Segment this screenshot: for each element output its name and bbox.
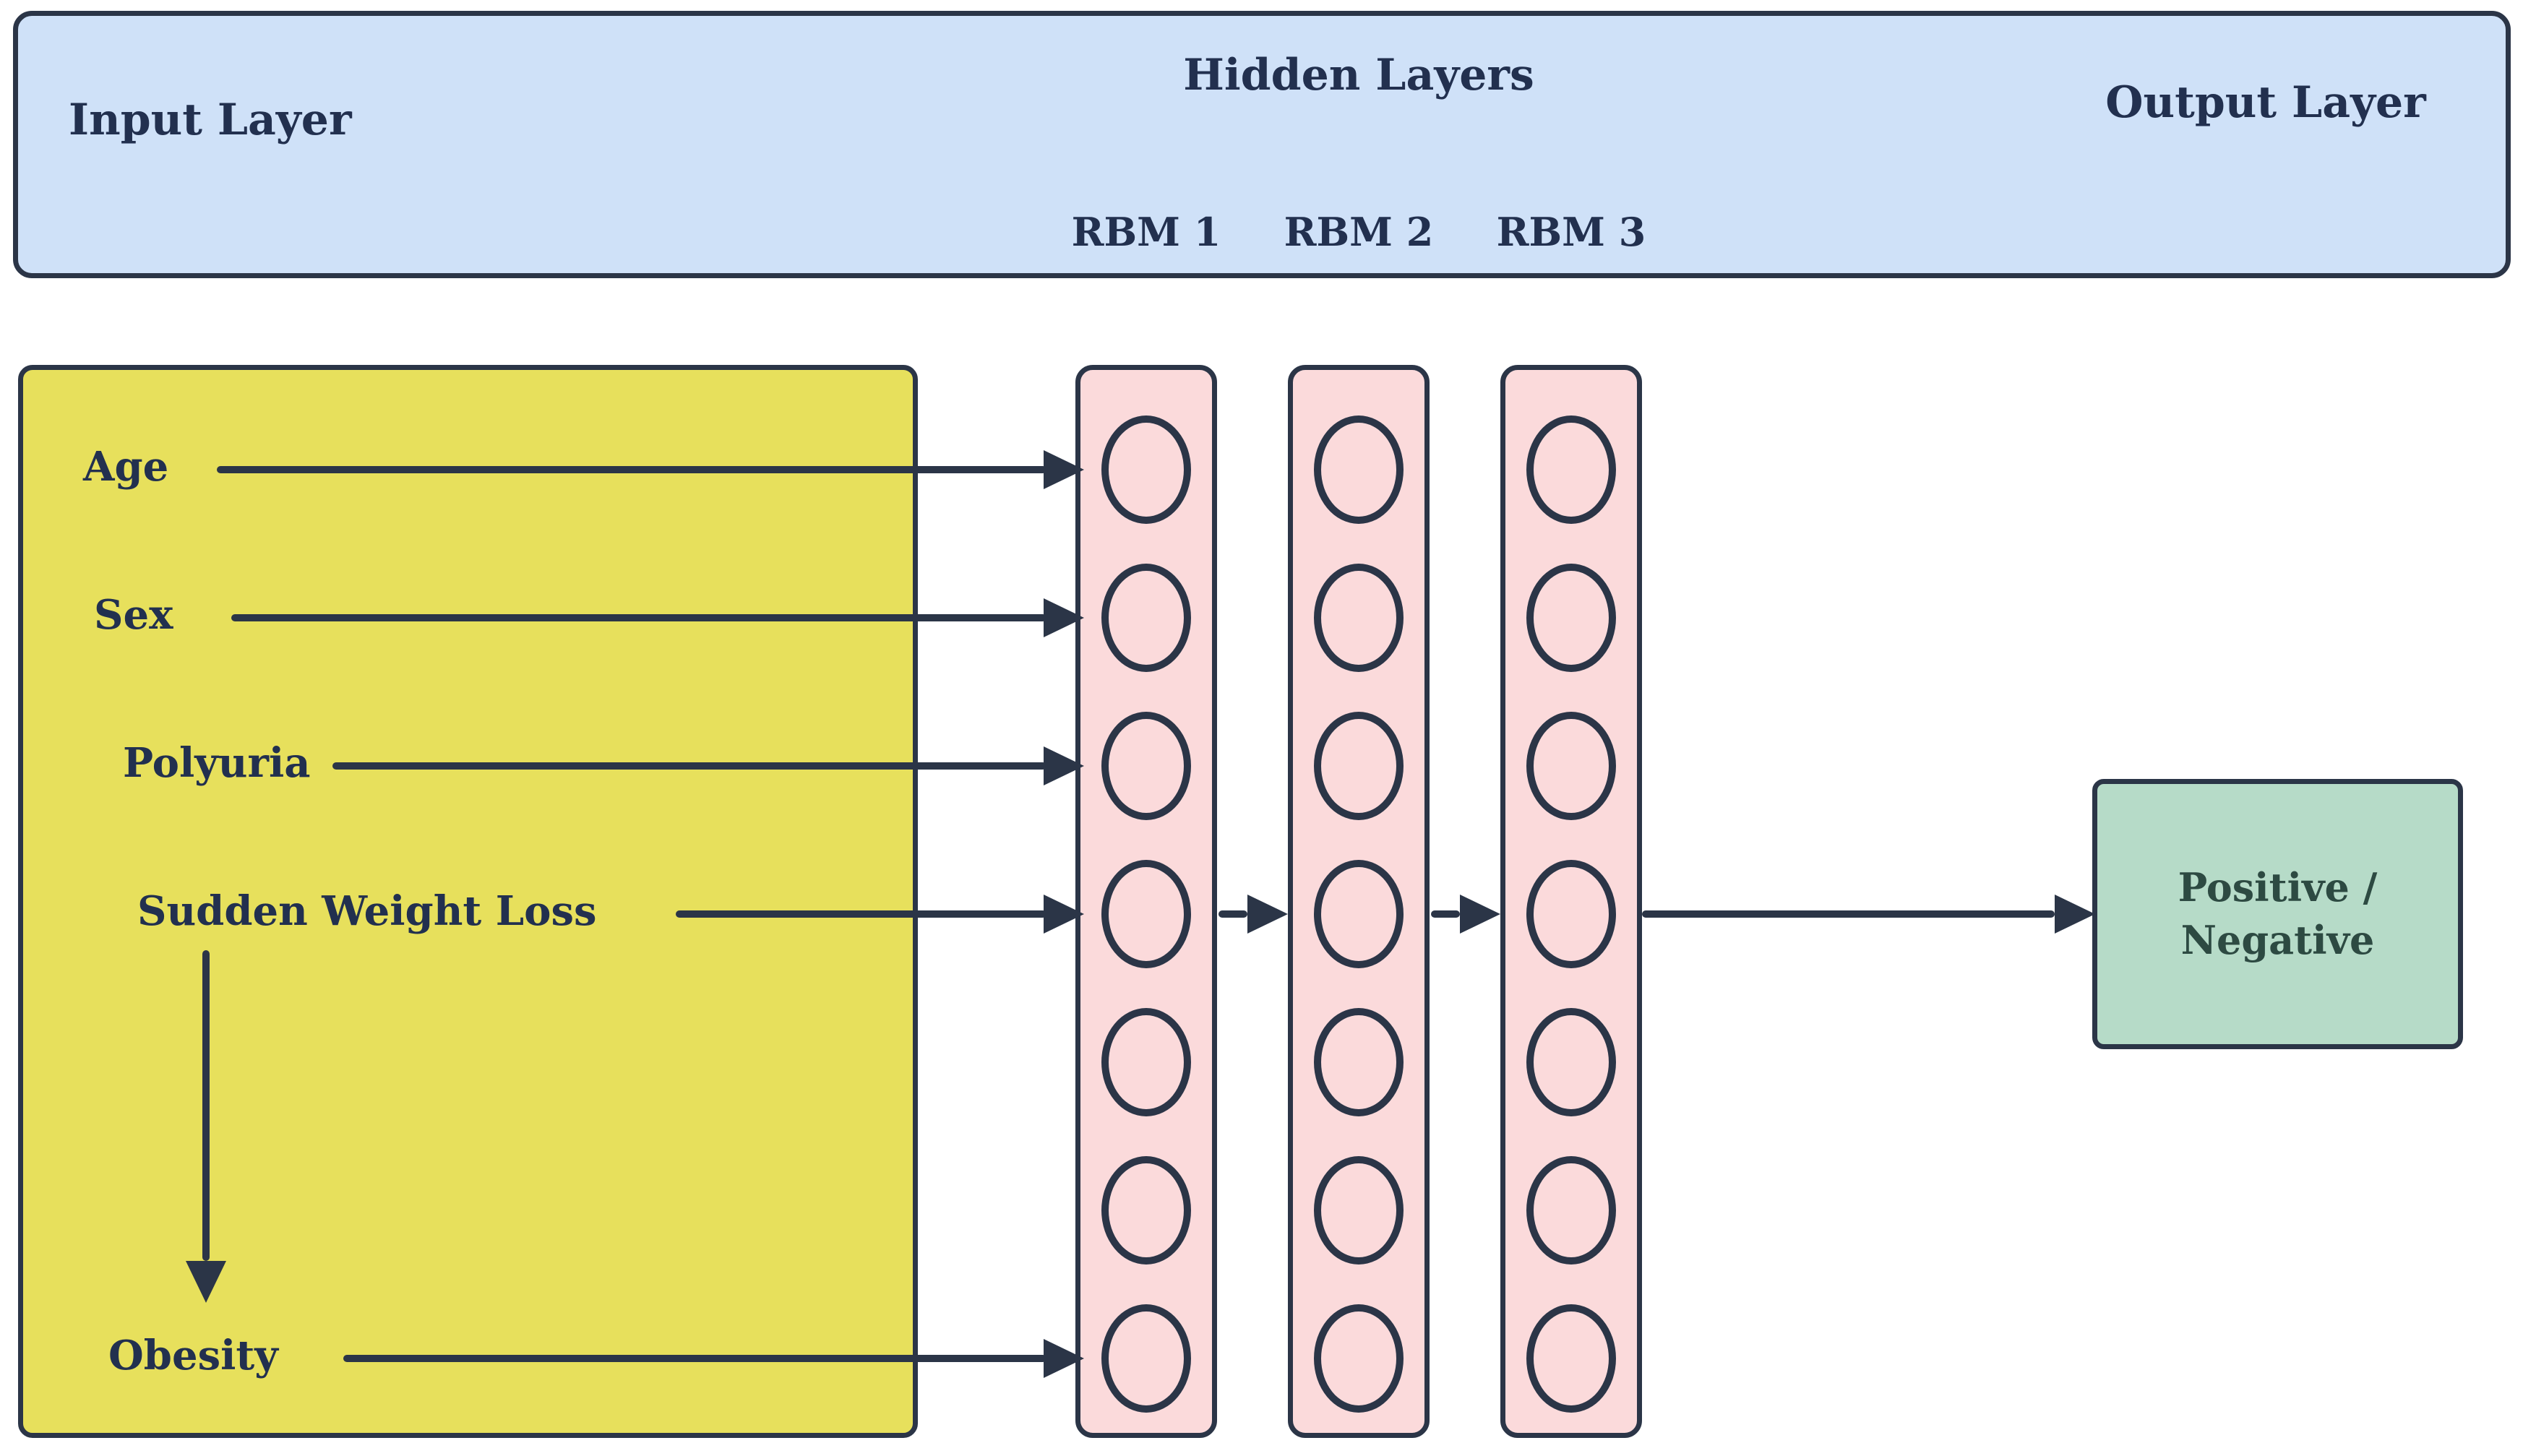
rbm1-unit-7 bbox=[1101, 1304, 1191, 1413]
rbm2-unit-2 bbox=[1314, 564, 1404, 672]
rbm3-unit-1 bbox=[1526, 415, 1616, 524]
arrow-age-to-rbm1-head bbox=[1044, 450, 1084, 489]
arrow-sudden-weight-loss-to-rbm1-head bbox=[1044, 895, 1084, 934]
arrow-obesity-to-rbm1-head bbox=[1044, 1339, 1084, 1378]
rbm3-unit-2 bbox=[1526, 564, 1616, 672]
rbm1-unit-3 bbox=[1101, 712, 1191, 820]
arrow-rbm1-to-rbm2-line bbox=[1218, 910, 1247, 918]
output-layer-label: Output Layer bbox=[2105, 77, 2426, 128]
arrow-rbm2-to-rbm3-head bbox=[1460, 895, 1500, 934]
arrow-sudden-weight-loss-to-obesity-line bbox=[202, 950, 210, 1261]
rbm3-unit-4 bbox=[1526, 860, 1616, 968]
arrow-rbm1-to-rbm2-head bbox=[1247, 895, 1288, 934]
input-feature-sex: Sex bbox=[94, 591, 173, 639]
rbm3-unit-7 bbox=[1526, 1304, 1616, 1413]
arrow-obesity-to-rbm1-line bbox=[343, 1355, 1046, 1362]
rbm3-unit-5 bbox=[1526, 1008, 1616, 1116]
rbm-label-3: RBM 3 bbox=[1496, 209, 1646, 255]
rbm2-unit-5 bbox=[1314, 1008, 1404, 1116]
output-text-line1: Positive / bbox=[2178, 864, 2378, 911]
arrow-sex-to-rbm1-line bbox=[231, 614, 1046, 621]
arrow-polyuria-to-rbm1-head bbox=[1044, 746, 1084, 785]
rbm1-unit-6 bbox=[1101, 1156, 1191, 1265]
arrow-age-to-rbm1-line bbox=[217, 466, 1046, 473]
arrow-rbm3-to-output-head bbox=[2055, 895, 2095, 934]
rbm2-unit-6 bbox=[1314, 1156, 1404, 1265]
rbm1-unit-1 bbox=[1101, 415, 1191, 524]
input-feature-obesity: Obesity bbox=[108, 1332, 278, 1379]
input-feature-sudden-weight-loss: Sudden Weight Loss bbox=[137, 887, 597, 935]
output-text-line2: Negative bbox=[2180, 917, 2375, 963]
rbm2-unit-3 bbox=[1314, 712, 1404, 820]
rbm-label-1: RBM 1 bbox=[1071, 209, 1221, 255]
input-feature-age: Age bbox=[83, 443, 169, 491]
input-layer-box bbox=[18, 365, 918, 1438]
rbm1-unit-5 bbox=[1101, 1008, 1191, 1116]
rbm2-unit-1 bbox=[1314, 415, 1404, 524]
rbm3-unit-3 bbox=[1526, 712, 1616, 820]
rbm1-unit-4 bbox=[1101, 860, 1191, 968]
layers-banner bbox=[13, 11, 2511, 278]
rbm2-unit-4 bbox=[1314, 860, 1404, 968]
input-layer-label: Input Layer bbox=[69, 95, 352, 145]
hidden-layers-label: Hidden Layers bbox=[1183, 50, 1534, 100]
arrow-polyuria-to-rbm1-line bbox=[332, 762, 1046, 770]
arrow-sex-to-rbm1-head bbox=[1044, 598, 1084, 637]
input-feature-polyuria: Polyuria bbox=[123, 739, 311, 787]
arrow-rbm3-to-output-line bbox=[1642, 910, 2055, 918]
output-box: Positive / Negative bbox=[2092, 779, 2463, 1049]
arrow-rbm2-to-rbm3-line bbox=[1431, 910, 1460, 918]
arrow-sudden-weight-loss-to-obesity-head bbox=[186, 1261, 226, 1303]
arrow-sudden-weight-loss-to-rbm1-line bbox=[676, 910, 1046, 918]
rbm3-unit-6 bbox=[1526, 1156, 1616, 1265]
rbm1-unit-2 bbox=[1101, 564, 1191, 672]
rbm-label-2: RBM 2 bbox=[1284, 209, 1434, 255]
rbm2-unit-7 bbox=[1314, 1304, 1404, 1413]
